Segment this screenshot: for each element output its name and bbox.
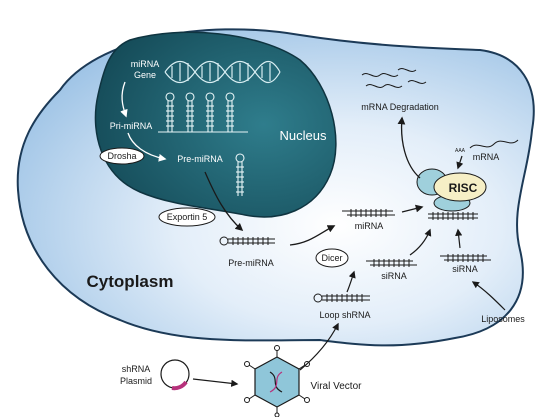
sirna-right-duplex-icon <box>440 254 491 262</box>
drosha-enzyme <box>99 147 145 165</box>
plasmid-icon <box>160 359 190 391</box>
arrow-gene-to-pri <box>120 81 128 118</box>
exportin-5-protein <box>158 207 216 227</box>
sirna-right-label: siRNA <box>452 264 478 274</box>
risc-label: RISC <box>449 181 478 195</box>
mirna-gene-label-2: Gene <box>134 70 156 80</box>
arrow-pri-to-pre <box>127 132 167 162</box>
arrow-liposomes <box>471 281 506 311</box>
viral-vector-icon <box>244 345 310 417</box>
arrow-sirna-to-risc <box>409 228 432 256</box>
arrow-mrna-to-risc <box>456 155 464 170</box>
pre-mirna-cyto-label: Pre-miRNA <box>228 258 274 268</box>
mrna-degradation-label: mRNA Degradation <box>361 102 439 112</box>
arrow-export <box>204 171 244 232</box>
pre-mirna-hairpin-nucleus-icon <box>235 153 245 196</box>
arrow-sirna-right-to-risc <box>455 228 463 249</box>
mirna-label: miRNA <box>355 221 384 231</box>
dicer-label: Dicer <box>321 253 342 263</box>
sirna-middle-label: siRNA <box>381 271 407 281</box>
mrna-label: mRNA <box>473 152 500 162</box>
loop-shrna-hairpin-icon <box>313 293 370 303</box>
shrna-plasmid-label-2: Plasmid <box>120 376 152 386</box>
pri-mirna-hairpins-icon <box>158 92 248 133</box>
pre-mirna-cyto-hairpin-icon <box>219 236 275 246</box>
sirna-middle-duplex-icon <box>366 259 417 267</box>
arrow-mirna-to-risc <box>401 204 424 213</box>
cytoplasm-label: Cytoplasm <box>87 272 174 291</box>
arrow-pre-to-mirna <box>289 225 336 246</box>
drosha-label: Drosha <box>107 151 136 161</box>
mirna-duplex-icon <box>342 209 395 217</box>
arrow-plasmid-to-vector <box>192 378 239 387</box>
loop-shrna-label: Loop shRNA <box>319 310 370 320</box>
liposomes-label: Liposomes <box>481 314 525 324</box>
pre-mirna-nucleus-label: Pre-miRNA <box>177 154 223 164</box>
shrna-plasmid-label: shRNA <box>122 364 151 374</box>
arrow-shrna-to-sirna <box>346 270 356 293</box>
viral-vector-label: Viral Vector <box>311 381 363 392</box>
mirna-gene-label: miRNA <box>131 59 160 69</box>
mrna-strand-icon <box>469 139 519 149</box>
risc-complex <box>416 168 487 220</box>
exportin-5-label: Exportin 5 <box>167 212 208 222</box>
arrow-risc-to-degradation <box>397 116 421 179</box>
aaa-label: AAA <box>455 148 466 154</box>
arrow-vector-to-shrna <box>299 322 339 371</box>
dna-helix-icon <box>164 60 281 84</box>
pri-mirna-label: Pri-miRNA <box>110 121 153 131</box>
degraded-mrna-fragments-icon <box>361 68 427 88</box>
dicer-enzyme <box>315 248 349 268</box>
nucleus-label: Nucleus <box>280 128 327 143</box>
